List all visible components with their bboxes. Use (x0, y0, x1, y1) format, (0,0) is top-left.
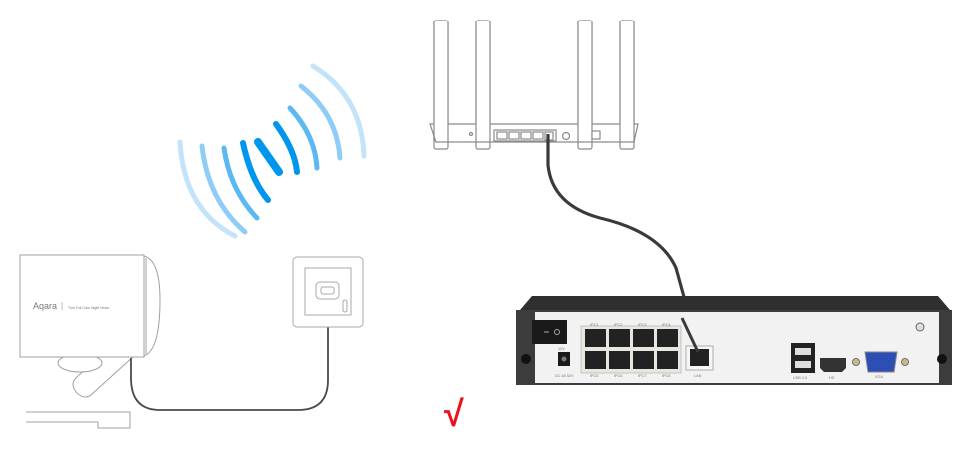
nvr-screw (521, 354, 531, 364)
camera-brand: Aqara (33, 301, 57, 311)
ipc-port[interactable] (633, 351, 654, 369)
ipc-port[interactable] (633, 329, 654, 347)
power-cable (130, 294, 329, 411)
ipc-port[interactable] (609, 329, 630, 347)
power-spec-label: DC 48 52V (555, 374, 574, 378)
vga-label: VGA (875, 375, 883, 379)
ipc-label: IPC8 (662, 374, 670, 378)
router-lan-port (520, 131, 532, 140)
checkmark-icon: √ (444, 393, 464, 434)
nvr-vga-port[interactable] (864, 351, 898, 373)
nvr-usb-ports[interactable] (791, 343, 815, 373)
ipc-label: IPC1 (590, 323, 598, 327)
power-label: 12V (558, 347, 565, 351)
ipc-label: IPC7 (638, 374, 646, 378)
router (429, 20, 639, 150)
ipc-port[interactable] (609, 351, 630, 369)
nvr-labels: IPC1 IPC2 IPC3 IPC4 IPC5 IPC6 IPC7 IPC8 … (555, 323, 883, 380)
ipc-label: IPC6 (614, 374, 622, 378)
wifi-signal-icon (177, 63, 367, 239)
ipc-port[interactable] (585, 329, 606, 347)
nvr (516, 296, 952, 385)
camera-body (19, 254, 145, 358)
ipc-label: IPC2 (614, 323, 622, 327)
router-led-icon (468, 131, 474, 137)
wall-socket (292, 256, 364, 328)
nvr-lan-port[interactable] (690, 349, 709, 366)
lan-label: LAN (694, 374, 702, 378)
nvr-screw (937, 354, 947, 364)
usb-label: USB 2.0 (793, 376, 807, 380)
ipc-label: IPC4 (662, 323, 670, 327)
router-lan-port (532, 131, 544, 140)
nvr-ground-screw (915, 322, 925, 332)
camera-base (26, 411, 131, 429)
router-lan-port (508, 131, 520, 140)
ipc-port[interactable] (657, 351, 678, 369)
router-lan-port (496, 131, 508, 140)
nvr-hdmi-port[interactable] (820, 358, 846, 372)
ipc-label: IPC3 (638, 323, 646, 327)
camera (19, 254, 161, 429)
ipc-port[interactable] (585, 351, 606, 369)
camera-lens-cover (143, 255, 161, 357)
router-power-jack (591, 130, 601, 140)
nvr-ipc-ports (585, 329, 678, 369)
router-reset-button (561, 131, 571, 141)
ipc-port[interactable] (657, 329, 678, 347)
ipc-label: IPC5 (590, 374, 598, 378)
ethernet-plug (680, 317, 700, 353)
hd-label: HD (829, 376, 835, 380)
nvr-top (520, 296, 950, 310)
camera-tagline: True Full Color Night Vision (68, 306, 109, 310)
nvr-power-switch[interactable] (532, 320, 567, 344)
